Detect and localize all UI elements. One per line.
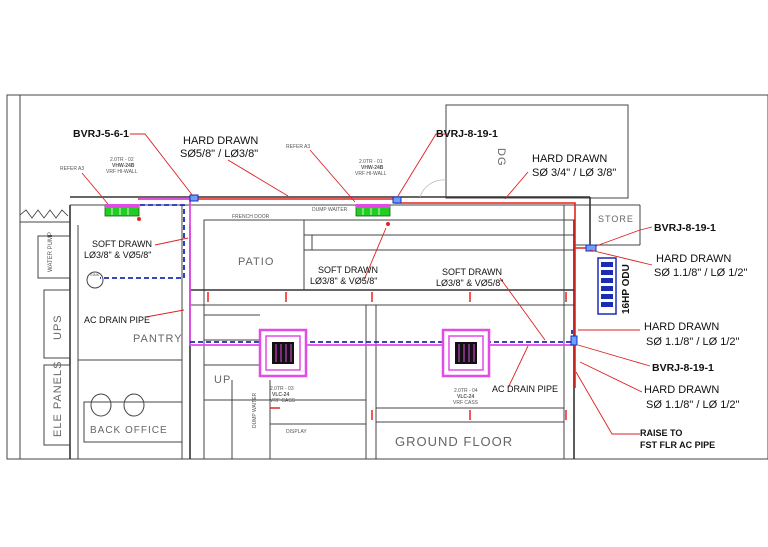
- hd3-title: HARD DRAWN: [656, 253, 731, 265]
- label-french-door: FRENCH DOOR: [232, 214, 270, 220]
- tank-2: [123, 393, 145, 417]
- sd1-size: LØ3/8" & VØ5/8": [84, 250, 151, 260]
- cassette-unit-2: [441, 328, 491, 378]
- dg-room: [445, 104, 629, 199]
- unit-labels: REFER A3 2.0TR - 02 VHW-24B VRF HI-WALL …: [60, 144, 479, 406]
- room-ground-floor: GROUND FLOOR: [395, 434, 513, 449]
- room-pantry: PANTRY: [133, 333, 183, 345]
- pump-circle: [86, 271, 104, 289]
- sd3-title: SOFT DRAWN: [442, 267, 502, 277]
- leader-lines: [81, 133, 653, 435]
- odu-unit: 16HP ODU: [597, 257, 632, 315]
- tag-bvrj-8191-top: BVRJ-8-19-1: [436, 128, 498, 140]
- cass2-line2: VLC-24: [457, 394, 474, 400]
- raise-line2: FST FLR AC PIPE: [640, 440, 715, 450]
- odu-label: 16HP ODU: [621, 264, 632, 314]
- hiwall2-line1: 2.0TR - 01: [359, 159, 383, 165]
- hiwall1-line1: 2.0TR - 02: [110, 157, 134, 163]
- cassette-unit-1: [258, 328, 308, 378]
- pipe-node-2: [386, 222, 390, 226]
- bvrj-joints: [189, 194, 597, 346]
- label-water-pump: WATER PUMP: [48, 232, 54, 272]
- ele-panels-box: [43, 364, 71, 446]
- hiwall1-refer: REFER A3: [60, 166, 84, 172]
- hd4-title: HARD DRAWN: [644, 321, 719, 333]
- room-labels: PATIO PANTRY UPS ELE PANELS BACK OFFICE …: [48, 148, 634, 449]
- hiwall-unit-2: [355, 204, 391, 217]
- cass1-line3: VRF CASS: [270, 398, 296, 404]
- hd4-size: SØ 1.1/8" / LØ 1/2": [646, 336, 740, 348]
- room-up: UP: [214, 374, 231, 386]
- room-back-office: BACK OFFICE: [90, 425, 168, 436]
- pipe-node-1: [137, 217, 141, 221]
- soft-drawn-pipe-1: [140, 198, 575, 346]
- sd1-title: SOFT DRAWN: [92, 239, 152, 249]
- hiwall-unit-1: [104, 204, 140, 217]
- hd5-size: SØ 1.1/8" / LØ 1/2": [646, 399, 740, 411]
- water-pump-box: [37, 235, 71, 279]
- hd1-title: HARD DRAWN: [183, 135, 258, 147]
- label-dump-waiter-2: DUMP WAITER: [252, 392, 258, 428]
- hd3-size: SØ 1.1/8" / LØ 1/2": [654, 267, 748, 279]
- hd2-title: HARD DRAWN: [532, 153, 607, 165]
- hiwall2-line3: VRF HI-WALL: [355, 171, 387, 177]
- room-dg: DG: [495, 148, 507, 167]
- drain-pipe-1: [100, 204, 185, 279]
- zigzag-break: [19, 209, 69, 219]
- cass1-line1: 2.0TR - 03: [270, 386, 294, 392]
- tag-bvrj-8191-right: BVRJ-8-19-1: [654, 222, 716, 234]
- hiwall1-line3: VRF HI-WALL: [106, 169, 138, 175]
- hiwall2-line2: VHW-24B: [361, 165, 384, 171]
- tag-bvrj-561: BVRJ-5-6-1: [73, 128, 129, 140]
- room-store: STORE: [598, 214, 634, 224]
- drain-label-2: AC DRAIN PIPE: [492, 384, 558, 394]
- sd2-size: LØ3/8" & VØ5/8": [310, 276, 377, 286]
- cass1-line2: VLC-24: [272, 392, 289, 398]
- hd1-size: SØ5/8" / LØ3/8": [180, 148, 258, 160]
- room-ele-panels: ELE PANELS: [52, 361, 64, 437]
- sd2-title: SOFT DRAWN: [318, 265, 378, 275]
- hiwall2-refer: REFER A3: [286, 144, 310, 150]
- tag-bvrj-8191-lower: BVRJ-8-19-1: [652, 362, 714, 374]
- label-dump-waiter: DUMP WAITER: [312, 207, 348, 213]
- label-display: DISPLAY: [286, 429, 307, 435]
- cass2-line1: 2.0TR - 04: [454, 388, 478, 394]
- cass2-line3: VRF CASS: [453, 400, 479, 406]
- patio-room: [203, 219, 305, 291]
- room-patio: PATIO: [238, 256, 274, 268]
- back-office-box: [83, 401, 183, 443]
- hd2-size: SØ 3/4" / LØ 3/8": [532, 167, 616, 179]
- room-ups: UPS: [52, 314, 64, 340]
- sd3-size: LØ3/8" & VØ5/8": [436, 278, 503, 288]
- annotations: BVRJ-5-6-1 HARD DRAWN SØ5/8" / LØ3/8" BV…: [73, 128, 748, 450]
- hiwall1-line2: VHW-24B: [112, 163, 135, 169]
- column-markers: [207, 292, 567, 420]
- ups-box: [43, 289, 71, 359]
- sheet-border: [6, 94, 768, 460]
- walls: [6, 94, 768, 460]
- label-sink: SINK: [90, 272, 100, 277]
- door-arc: [419, 179, 447, 198]
- hd5-title: HARD DRAWN: [644, 384, 719, 396]
- tank-1: [90, 393, 112, 417]
- raise-line1: RAISE TO: [640, 428, 682, 438]
- drain-label-1: AC DRAIN PIPE: [84, 315, 150, 325]
